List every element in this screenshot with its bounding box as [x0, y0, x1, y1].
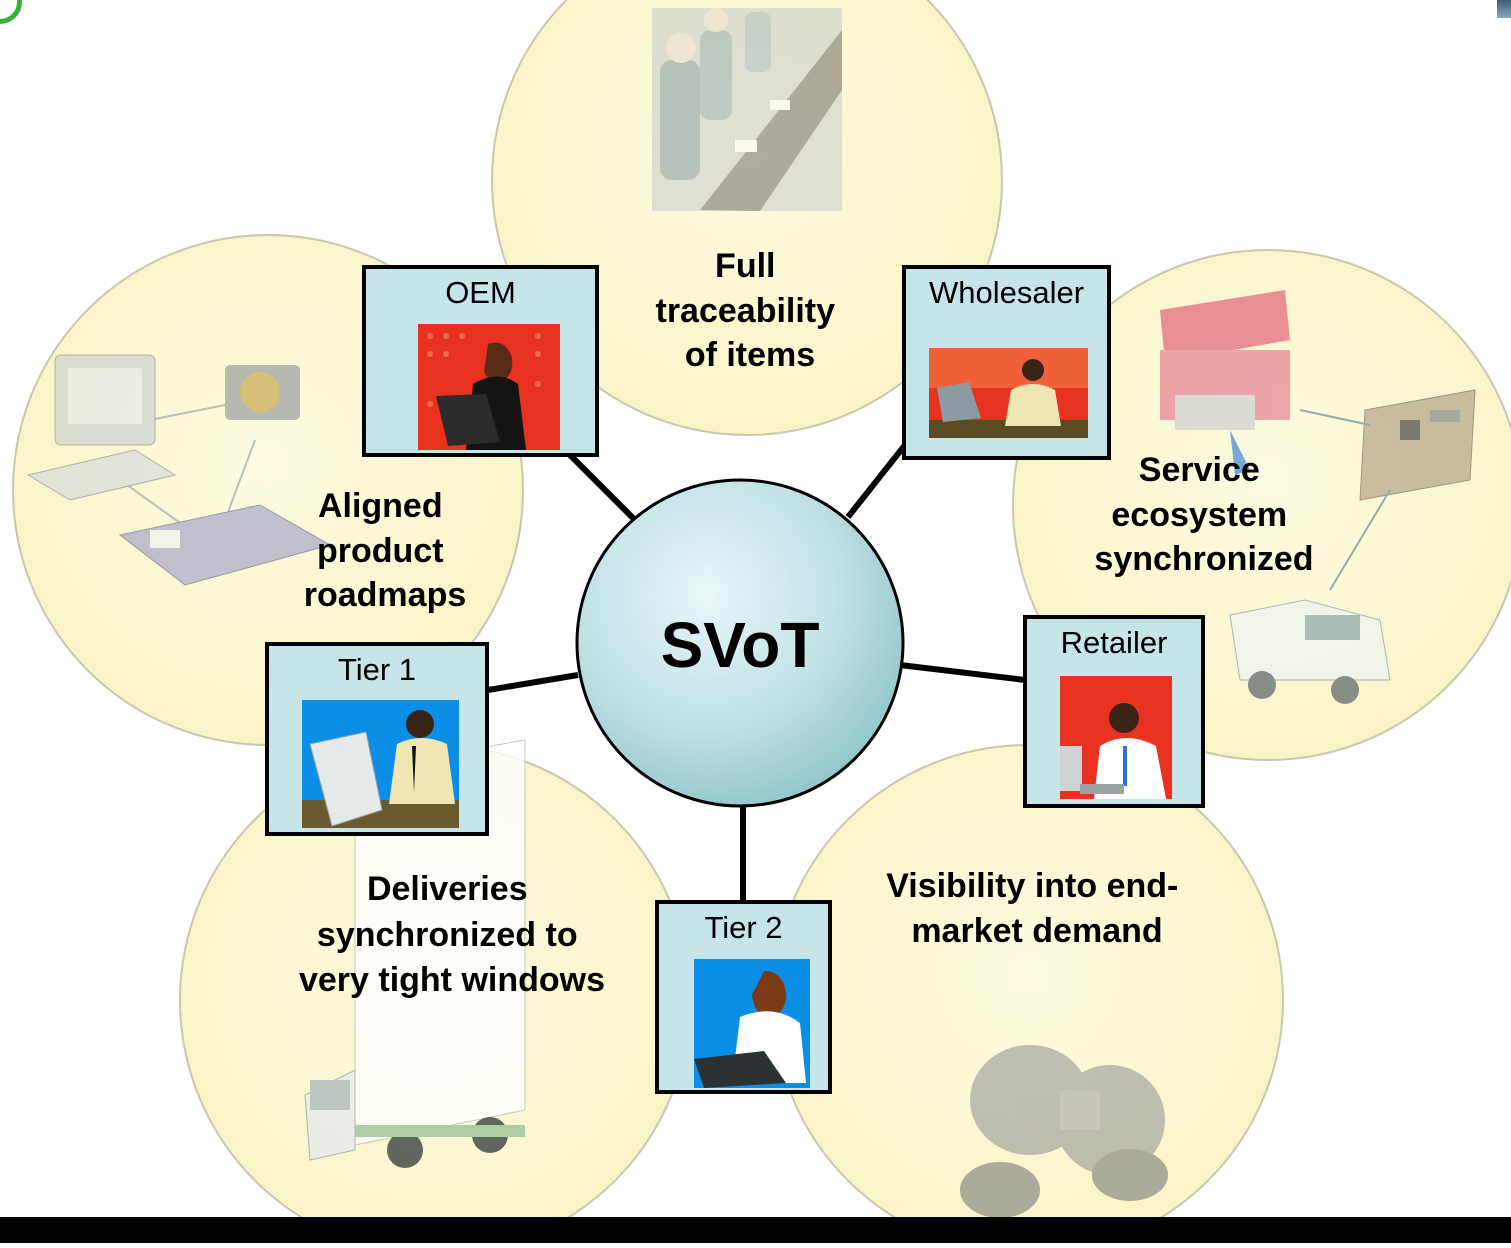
role-wholesaler-label: Wholesaler [928, 275, 1085, 310]
assembly-line-picture [652, 8, 842, 211]
role-tier2: Tier 2 [655, 900, 832, 1094]
caption-line: product [317, 532, 444, 570]
tier1-person-picture [302, 700, 459, 828]
delivery-van-picture [1229, 599, 1391, 704]
caption-line: roadmaps [304, 576, 467, 614]
role-wholesaler: Wholesaler [902, 265, 1111, 460]
connector-retailer [899, 662, 1026, 683]
wholesaler-person-picture [929, 348, 1088, 438]
caption-line: traceability [656, 292, 836, 330]
caption-line: Service [1139, 451, 1260, 489]
caption-line: Deliveries [367, 870, 528, 908]
tier2-person-picture [694, 959, 810, 1088]
bubble-bottom-left-caption: Deliveries synchronized to very tight wi… [299, 870, 605, 999]
role-oem-label: OEM [445, 275, 516, 310]
connectors [487, 443, 1026, 900]
bubble-bottom-left [179, 739, 691, 1248]
role-tier2-label: Tier 2 [704, 910, 783, 945]
computer-network-picture [26, 354, 332, 586]
oem-person-picture [418, 324, 560, 450]
footer-bar [0, 1217, 1511, 1243]
bubble-top [491, 0, 1003, 436]
role-retailer: Retailer [1023, 615, 1205, 808]
circuit-board-picture [1359, 389, 1476, 501]
binoculars-picture [960, 1045, 1168, 1218]
bubble-top-caption: Full traceability of items [656, 247, 845, 374]
toolbox-picture [1160, 290, 1290, 475]
bubble-bottom-right [772, 744, 1284, 1248]
caption-line: Visibility into end- [886, 867, 1178, 905]
bubble-left-caption: Aligned product roadmaps [304, 487, 467, 614]
caption-line: market demand [911, 912, 1162, 950]
role-tier1: Tier 1 [265, 642, 489, 836]
caption-line: Full [715, 247, 775, 285]
truck-picture [304, 739, 526, 1168]
bubble-right-caption: Service ecosystem synchronized [1094, 451, 1313, 578]
caption-line: ecosystem [1111, 496, 1287, 534]
connector-wholesaler [845, 443, 908, 519]
connector-tier1 [487, 672, 579, 693]
svot-hub: SVoT [575, 478, 905, 808]
caption-line: synchronized to [317, 916, 578, 954]
caption-line: Aligned [318, 487, 443, 525]
bubble-bottom-right-caption: Visibility into end- market demand [886, 867, 1188, 950]
corner-logo-icon [1497, 0, 1511, 18]
caption-line: synchronized [1094, 540, 1313, 578]
hub-label: SVoT [661, 609, 820, 681]
role-tier1-label: Tier 1 [337, 652, 417, 687]
role-oem: OEM [362, 265, 599, 457]
caption-line: of items [685, 336, 815, 374]
connector-oem [567, 452, 638, 523]
role-retailer-label: Retailer [1060, 625, 1168, 660]
retailer-person-picture [1060, 676, 1172, 799]
caption-line: very tight windows [299, 961, 605, 999]
